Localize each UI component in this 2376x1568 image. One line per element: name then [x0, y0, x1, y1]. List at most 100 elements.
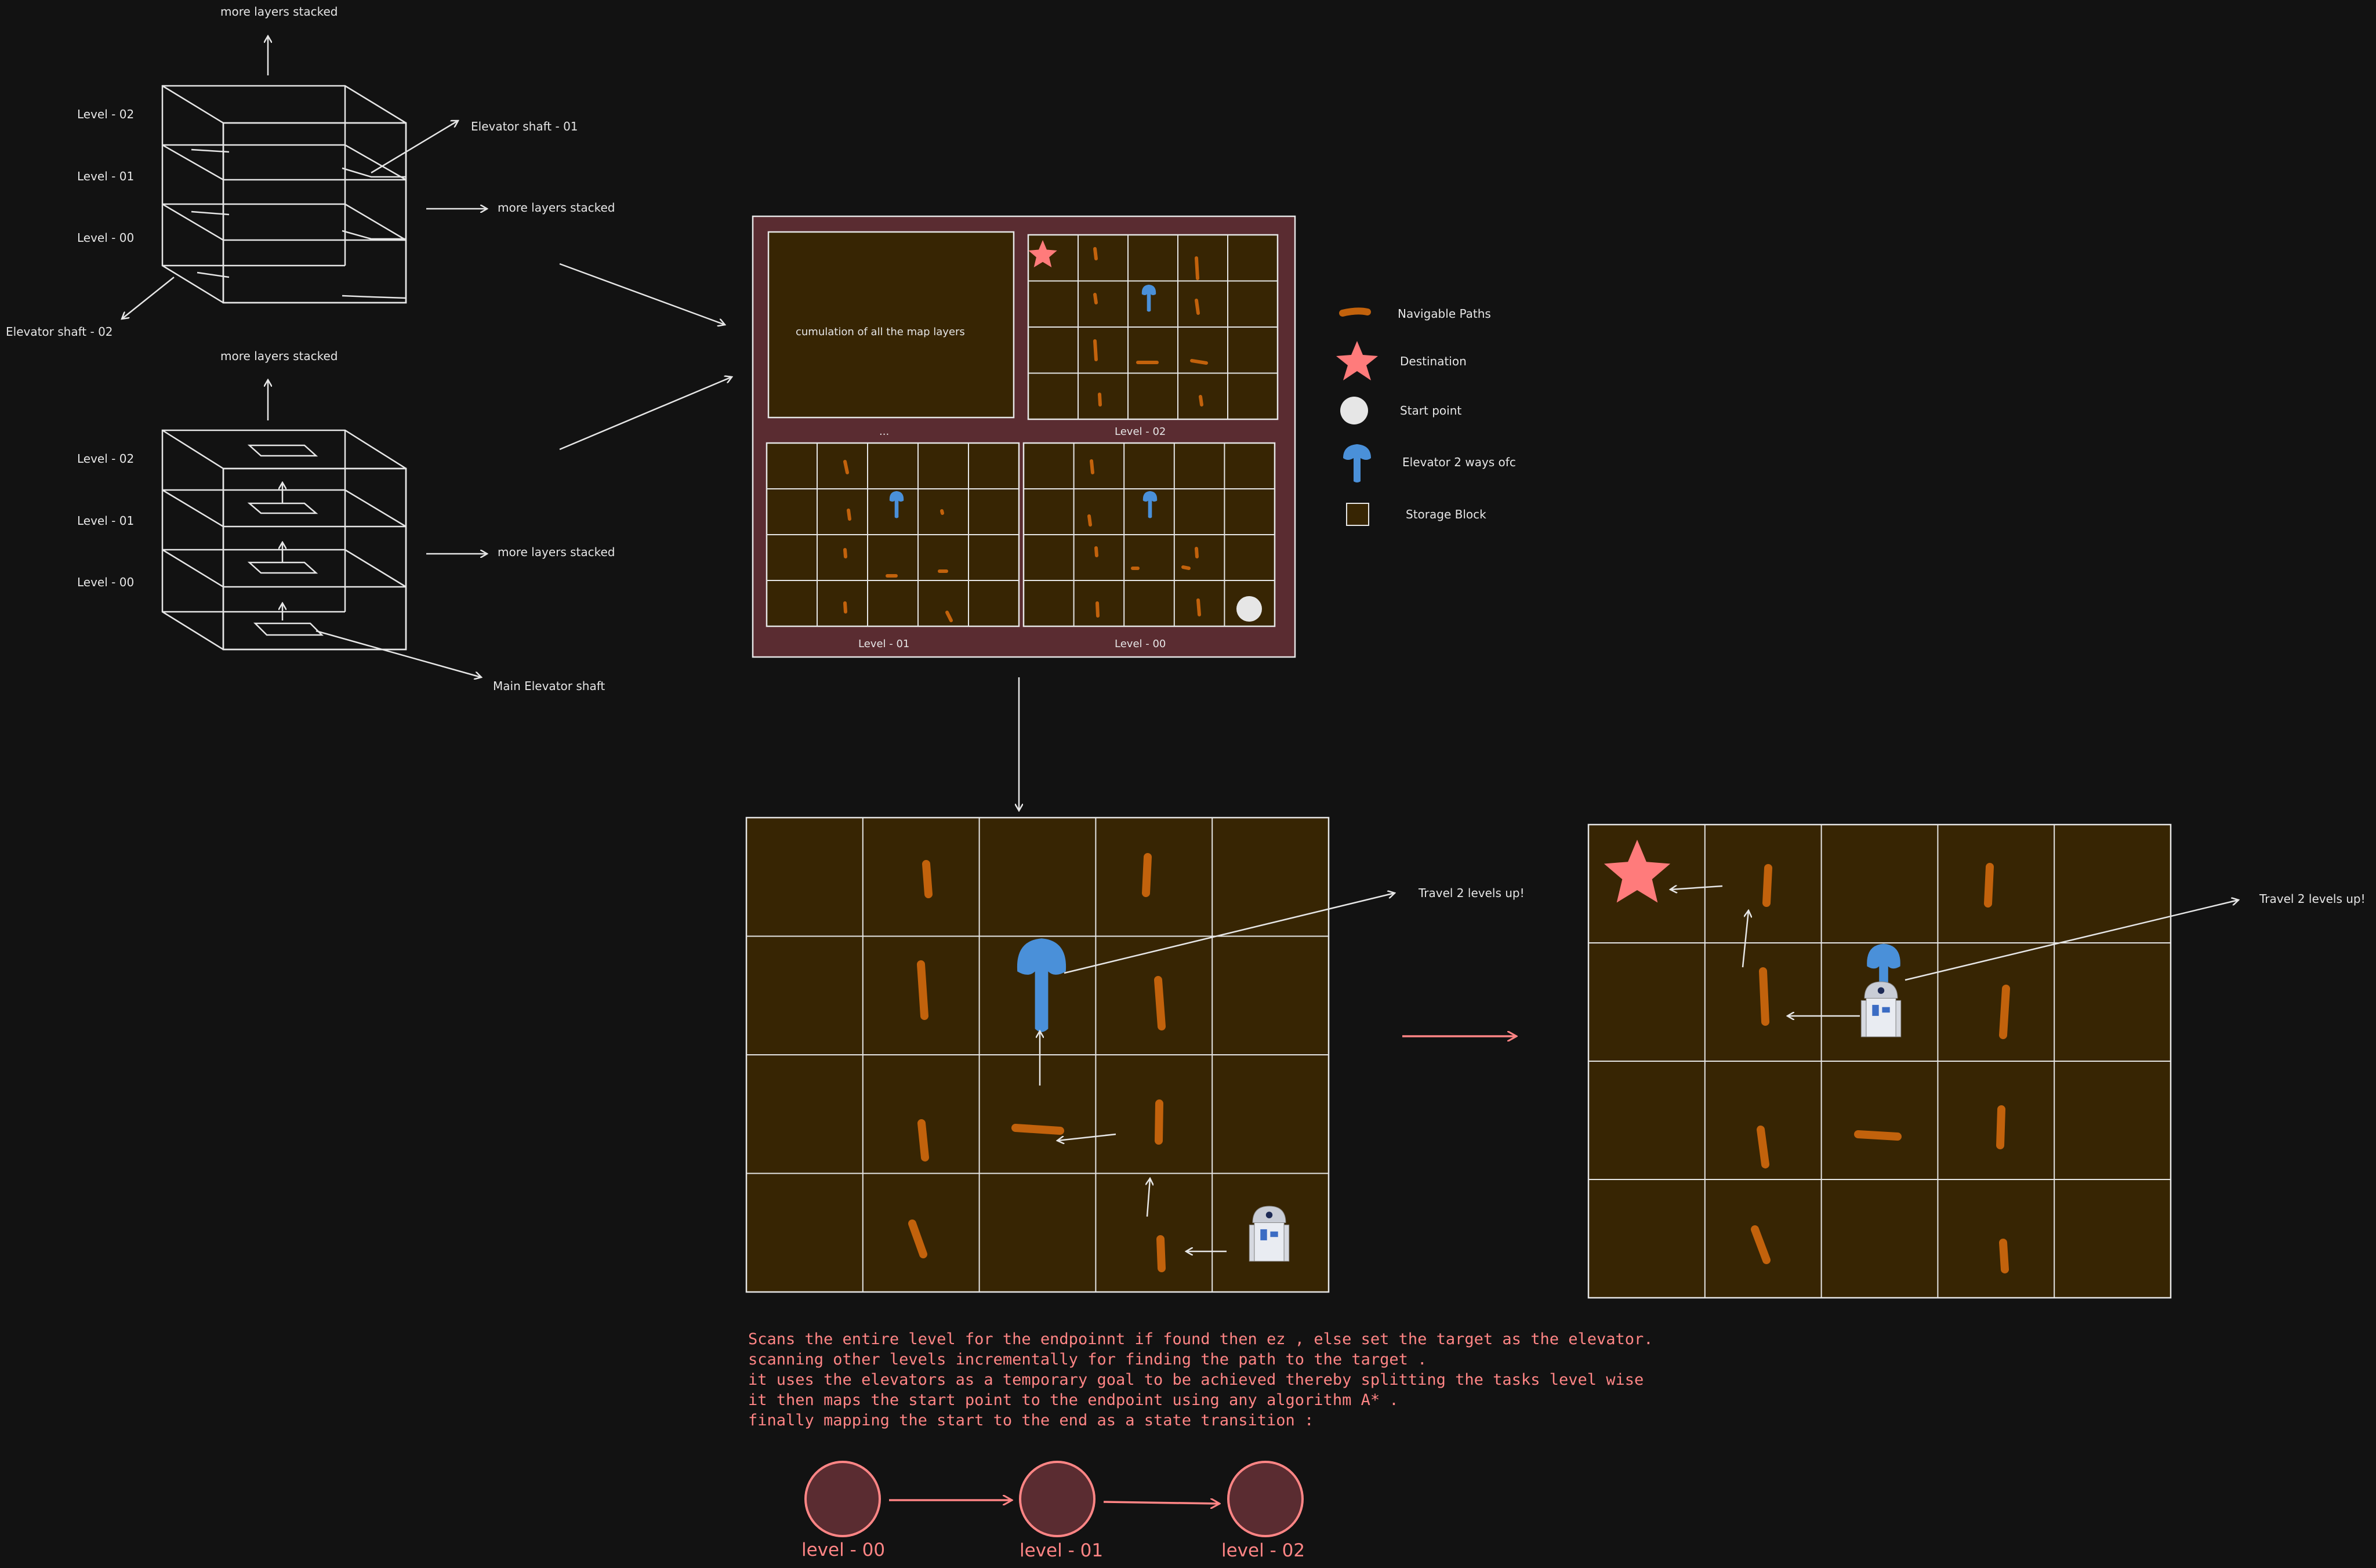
- arrow-elevator-shaft-01: [371, 121, 458, 174]
- navigable-path-segment: [1156, 1235, 1166, 1272]
- mini-grid-level-01: [766, 442, 1020, 627]
- layer-stack-bottom: [161, 429, 407, 651]
- panel-ellipsis: ...: [879, 426, 890, 438]
- stack-bottom-level-01: Level - 01: [77, 514, 135, 528]
- panel-level-01-label: Level - 01: [858, 638, 910, 650]
- elevator-arrow-icon: [1142, 491, 1158, 518]
- route-arrow: [1064, 893, 1395, 974]
- layer-stack-top: [161, 85, 407, 304]
- state-level-01: [1019, 1461, 1096, 1537]
- state-level-00: [804, 1461, 881, 1537]
- destination-star-icon: [1336, 341, 1378, 380]
- navigable-path-segment: [1199, 395, 1203, 406]
- elevator-shaft-02-label: Elevator shaft - 02: [6, 325, 113, 339]
- level-map-scan: [745, 816, 1395, 1293]
- mini-grid-level-02: [1027, 234, 1279, 420]
- stack-top-level-02: Level - 02: [77, 107, 135, 121]
- legend-label-start: Start point: [1400, 404, 1462, 418]
- arrow-main-elevator-shaft: [315, 630, 481, 677]
- navigable-path-icon: [1339, 307, 1371, 317]
- stack-top-level-01: Level - 01: [77, 169, 135, 183]
- navigable-path-segment: [1984, 863, 1994, 908]
- navigable-path-segment: [1854, 1130, 1902, 1141]
- navigable-path-segment: [1087, 514, 1092, 527]
- elevator-arrow-icon: [889, 491, 904, 518]
- navigable-path-segment: [843, 548, 847, 558]
- navigable-path-segment: [1751, 1225, 1771, 1264]
- description-line-5: finally mapping the start to the end as …: [748, 1411, 1314, 1429]
- navigable-path-segment: [1999, 985, 2010, 1039]
- state-label-00: level - 00: [801, 1540, 886, 1560]
- description-line-1: Scans the entire level for the endpoinnt…: [748, 1330, 1653, 1348]
- stack-bottom-side-note: more layers stacked: [498, 545, 615, 559]
- start-point-icon: [1236, 596, 1262, 622]
- navigable-path-segment: [917, 1119, 929, 1162]
- route-arrow: [1742, 910, 1749, 968]
- navigable-path-segment: [1190, 359, 1208, 365]
- level-map-route: [1587, 823, 2239, 1299]
- navigable-path-segment: [922, 860, 933, 898]
- navigable-path-segment: [847, 509, 851, 521]
- description-line-3: it uses the elevators as a temporary goa…: [748, 1371, 1644, 1389]
- algorithm-description: Scans the entire level for the endpoinnt…: [748, 1329, 1653, 1431]
- route-arrow: [1670, 886, 1723, 890]
- stack-bottom-level-00: Level - 00: [77, 575, 135, 589]
- navigable-path-segment: [1196, 598, 1201, 616]
- navigable-path-segment: [1996, 1105, 2005, 1149]
- arrow-stack-bottom-to-panel: [559, 377, 732, 451]
- legend-label-storage: Storage Block: [1406, 507, 1486, 521]
- state-label-01: level - 01: [1020, 1540, 1104, 1561]
- state-arrow-01-02: [1103, 1502, 1220, 1504]
- navigable-path-segment: [917, 960, 928, 1020]
- legend-label-elevator: Elevator 2 ways ofc: [1402, 455, 1516, 469]
- navigable-path-segment: [1093, 339, 1098, 361]
- navigable-path-segment: [945, 611, 953, 622]
- destination-star-icon: [1028, 240, 1057, 267]
- destination-star-icon: [1604, 840, 1671, 903]
- navigable-path-segment: [1090, 459, 1094, 474]
- panel-level-00-label: Level - 00: [1115, 638, 1166, 650]
- navigable-path-segment: [1093, 247, 1098, 260]
- elevator-arrow-icon: [1017, 938, 1067, 1032]
- route-arrow: [1905, 900, 2239, 981]
- legend-label-destination: Destination: [1400, 354, 1467, 368]
- navigable-path-segment: [1759, 967, 1769, 1026]
- navigable-path-segment: [1093, 293, 1098, 304]
- navigable-path-segment: [1154, 976, 1166, 1030]
- navigable-path-segment: [1195, 256, 1199, 280]
- navigable-path-segment: [1999, 1239, 2009, 1273]
- navigable-path-segment: [843, 601, 847, 614]
- navigable-path-segment: [1096, 601, 1100, 618]
- description-line-4: it then maps the start point to the endp…: [748, 1391, 1399, 1409]
- legend-label-paths: Navigable Paths: [1398, 307, 1491, 321]
- arrow-stack-top-to-panel: [559, 263, 725, 325]
- route-arrow: [1147, 1178, 1150, 1217]
- state-label-02: level - 02: [1221, 1540, 1305, 1561]
- stack-top-caption: more layers stacked: [220, 5, 338, 19]
- mini-grid-level-00: [1022, 442, 1276, 627]
- travel-note-left: Travel 2 levels up!: [1419, 886, 1525, 900]
- navigable-path-segment: [1142, 853, 1152, 897]
- cumulation-map: [767, 231, 1015, 419]
- legend: [1336, 307, 1378, 526]
- elevator-arrow-icon: [1141, 284, 1156, 312]
- stack-top-level-00: Level - 00: [77, 231, 135, 245]
- robot-icon: [1249, 1206, 1290, 1262]
- stack-top-side-note: more layers stacked: [498, 201, 615, 215]
- main-elevator-shaft-label: Main Elevator shaft: [493, 679, 605, 693]
- start-point-icon: [1340, 397, 1368, 424]
- navigable-path-segment: [908, 1219, 927, 1258]
- elevator-arrow-icon: [1343, 444, 1371, 482]
- robot-icon: [1860, 981, 1902, 1037]
- travel-note-right: Travel 2 levels up!: [2259, 892, 2366, 906]
- stack-bottom-caption: more layers stacked: [220, 349, 338, 363]
- navigable-path-segment: [1195, 299, 1200, 315]
- navigable-path-segment: [1181, 565, 1191, 570]
- storage-block-icon: [1346, 503, 1369, 526]
- navigable-path-segment: [1757, 1126, 1769, 1168]
- state-level-02: [1227, 1461, 1304, 1537]
- stack-bottom-level-02: Level - 02: [77, 452, 135, 466]
- elevator-arrow-icon: [1867, 943, 1900, 1008]
- navigable-path-segment: [1094, 546, 1098, 557]
